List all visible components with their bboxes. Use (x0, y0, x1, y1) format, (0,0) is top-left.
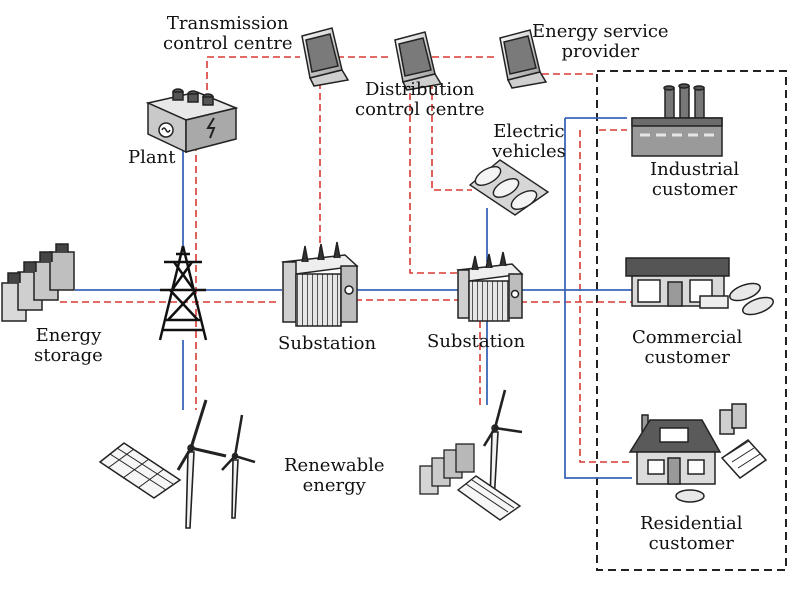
solar-panel-right-icon (456, 475, 522, 521)
distribution-line-2: control centre (355, 99, 485, 120)
substation-2-icon (456, 251, 524, 322)
power-lines (75, 117, 633, 479)
residential-customer-label: Residential customer (640, 514, 742, 554)
commercial-building-icon (625, 257, 774, 316)
commercial-line-1: Commercial (632, 327, 743, 348)
energy-storage-icon (1, 243, 75, 322)
solar-panel-left-icon (98, 442, 182, 499)
substation-2-label: Substation (427, 331, 526, 352)
renewable-energy-label: Renewable energy (284, 456, 385, 496)
substation-1-icon (281, 241, 359, 327)
industrial-line-2: customer (651, 179, 738, 200)
commercial-line-2: customer (644, 347, 730, 368)
ev-line-1: Electric (493, 121, 565, 142)
storage-line-2: storage (34, 345, 103, 366)
electric-vehicles-label: Electric vehicles (492, 122, 566, 162)
wind-turbines-left-icon (176, 399, 256, 529)
ev-line-2: vehicles (492, 141, 566, 162)
distribution-monitor-icon (394, 31, 443, 91)
power-plant-icon (145, 88, 239, 154)
energy-service-provider-label: Energy service provider (532, 22, 669, 62)
commercial-customer-label: Commercial customer (632, 328, 742, 368)
renewable-line-2: energy (302, 475, 366, 496)
storage-line-1: Energy (35, 325, 102, 346)
industrial-factory-icon (631, 83, 723, 157)
renewable-line-1: Renewable (284, 455, 385, 476)
customer-boundary-box (596, 70, 787, 571)
energy-storage-right-icon (419, 443, 475, 495)
wind-turbine-right-icon (482, 389, 523, 503)
electric-vehicles-icon (468, 159, 550, 216)
residential-line-1: Residential (640, 513, 743, 534)
residential-line-2: customer (648, 533, 734, 554)
transmission-monitor-icon (301, 27, 350, 87)
substation-1-label: Substation (278, 333, 377, 354)
transmission-control-centre-label: Transmission control centre (163, 14, 292, 54)
residential-house-icon (628, 403, 768, 503)
transmission-tower-icon (158, 245, 208, 341)
service-provider-monitor-icon (499, 29, 548, 89)
plant-label: Plant (128, 147, 176, 168)
distribution-line-1: Distribution (364, 79, 475, 100)
transmission-line-2: control centre (163, 33, 293, 54)
industrial-customer-label: Industrial customer (650, 160, 739, 200)
distribution-control-centre-label: Distribution control centre (355, 80, 484, 120)
service-line-1: Energy service (532, 21, 669, 42)
industrial-line-1: Industrial (650, 159, 740, 180)
transmission-line-1: Transmission (166, 13, 289, 34)
energy-storage-label: Energy storage (34, 326, 103, 366)
service-line-2: provider (561, 41, 640, 62)
